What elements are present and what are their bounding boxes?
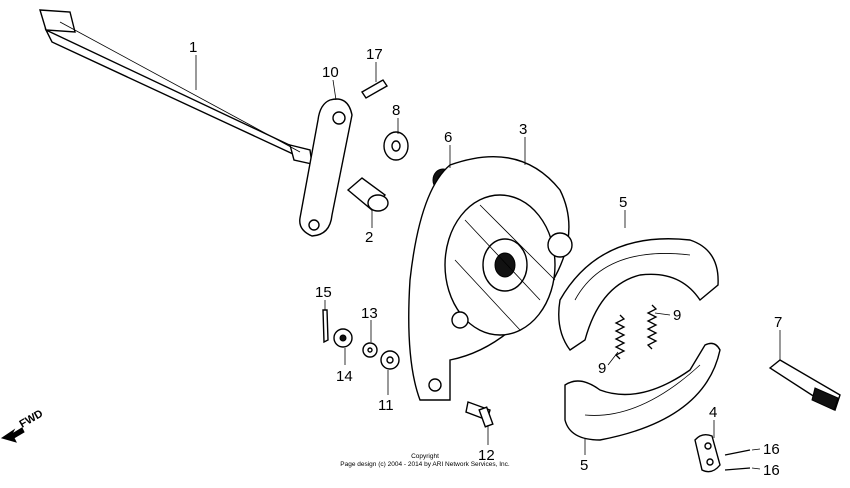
callout-2: 2 xyxy=(365,229,373,246)
callout-6: 6 xyxy=(444,129,452,146)
part-washer-8 xyxy=(383,131,409,161)
callout-4: 4 xyxy=(709,404,717,421)
forward-direction-indicator: FWD xyxy=(0,408,46,443)
arrow-left-icon xyxy=(0,427,25,443)
callout-14: 14 xyxy=(336,368,353,385)
part-cotter-pin xyxy=(322,309,329,344)
part-bushing xyxy=(346,177,389,212)
part-brake-shoe-lower xyxy=(564,342,721,441)
part-brake-shoe-upper xyxy=(558,238,719,351)
callout-15: 15 xyxy=(315,284,332,301)
callout-10: 10 xyxy=(322,64,339,81)
part-spring-left xyxy=(614,314,626,360)
callout-3: 3 xyxy=(519,121,527,138)
callout-13: 13 xyxy=(361,305,378,322)
callout-9-left: 9 xyxy=(598,360,606,377)
callout-8: 8 xyxy=(392,102,400,119)
part-spring-right xyxy=(646,304,658,350)
part-brake-arm xyxy=(299,98,353,237)
part-washer-13 xyxy=(362,342,378,358)
part-cam-shaft xyxy=(768,359,841,412)
part-washer-11 xyxy=(380,350,400,370)
part-clips xyxy=(724,449,751,471)
part-plate xyxy=(694,433,721,473)
callout-16-lower: 16 xyxy=(763,462,780,479)
leader-lines xyxy=(195,55,781,470)
callout-9-right: 9 xyxy=(673,307,681,324)
fwd-label: FWD xyxy=(18,408,46,431)
copyright-line-2: Page design (c) 2004 - 2014 by ARI Netwo… xyxy=(340,461,510,468)
part-nut xyxy=(333,328,353,348)
callout-7: 7 xyxy=(774,314,782,331)
callout-16-upper: 16 xyxy=(763,441,780,458)
part-brake-panel xyxy=(408,155,573,401)
callout-5-upper: 5 xyxy=(619,194,627,211)
callout-1: 1 xyxy=(189,39,197,56)
callout-12: 12 xyxy=(478,447,495,464)
part-brake-rod xyxy=(39,9,313,165)
copyright-line-1: Copyright xyxy=(411,453,439,460)
part-pin xyxy=(361,79,388,99)
callout-17: 17 xyxy=(366,46,383,63)
part-bolt xyxy=(465,401,494,428)
callout-5-lower: 5 xyxy=(580,457,588,474)
callout-11: 11 xyxy=(378,397,394,414)
